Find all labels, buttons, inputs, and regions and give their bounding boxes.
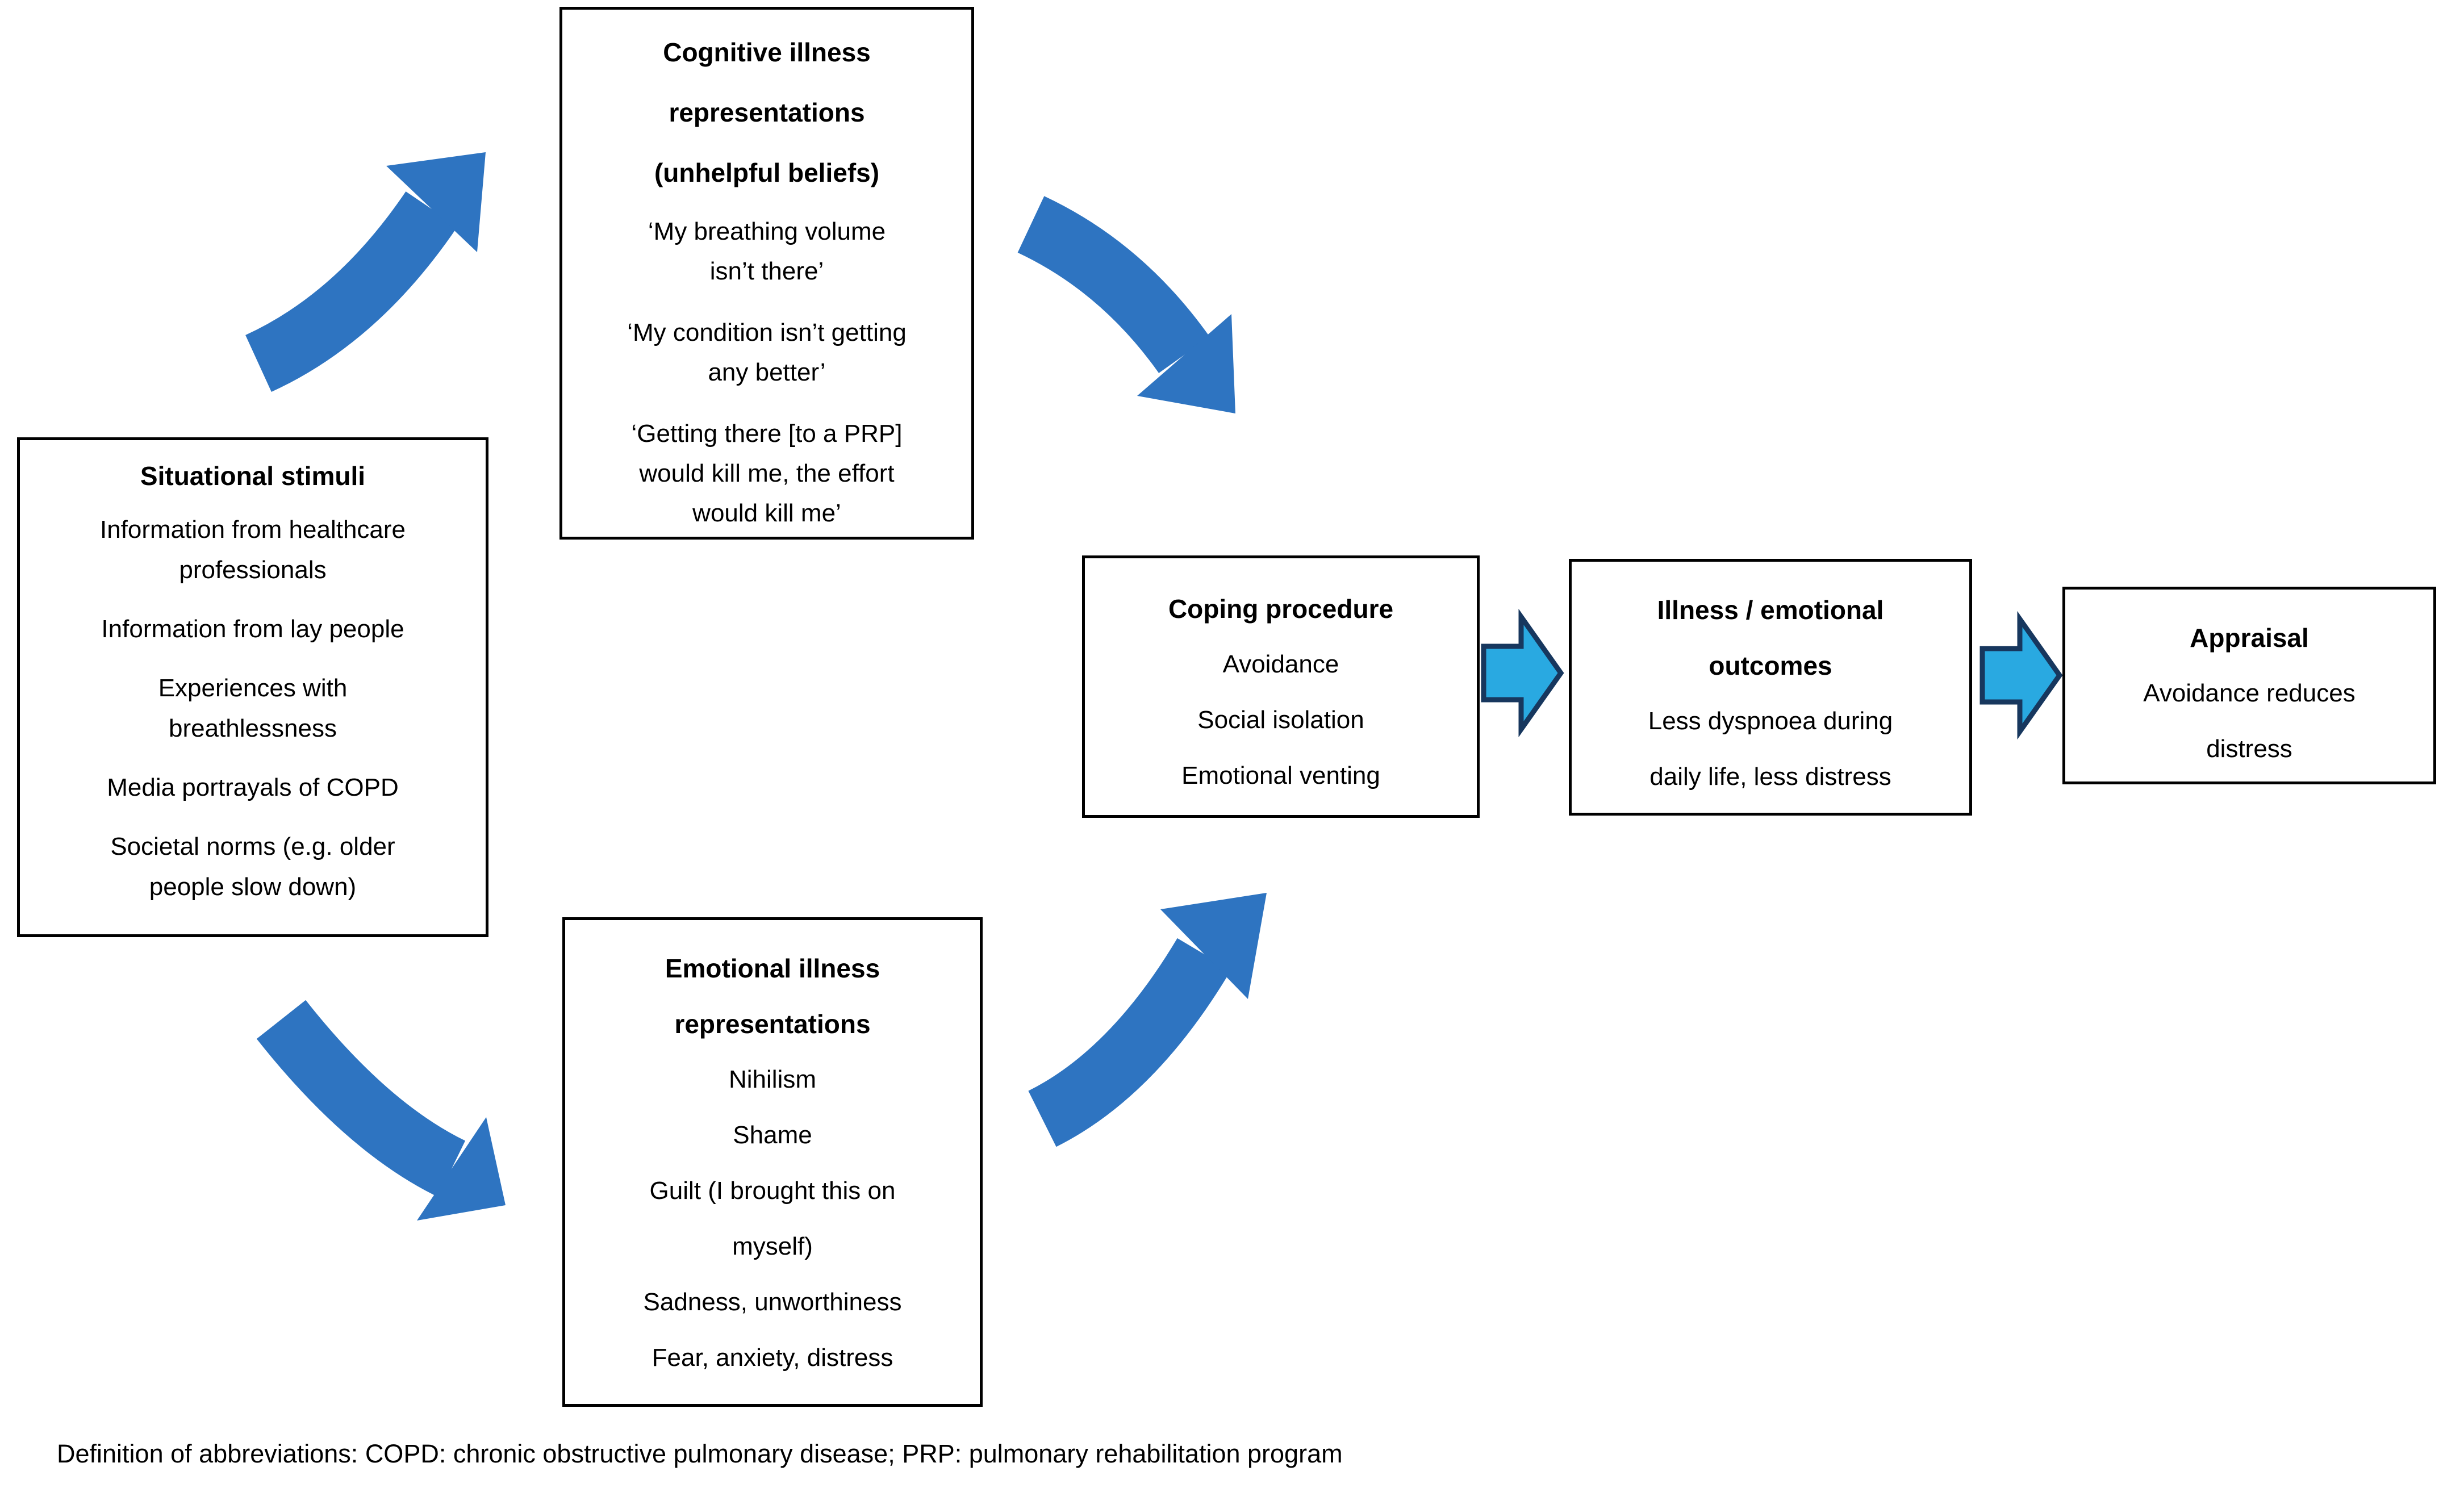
paragraph: ‘My condition isn’t getting any better’ [582, 313, 951, 392]
box-title: Appraisal [2081, 610, 2417, 666]
text-line: people slow down) [149, 873, 357, 901]
arrow-head-icon [1137, 314, 1235, 413]
text-line: Coping procedure [1168, 594, 1394, 624]
text-line: Avoidance reduces [2143, 679, 2356, 707]
text-line: Situational stimuli [140, 461, 366, 491]
text-line: Sadness, unworthiness [643, 1288, 902, 1316]
box-situational-stimuli: Situational stimuli Information from hea… [17, 437, 488, 937]
text-line: Societal norms (e.g. older [110, 833, 395, 860]
curved-arrow-cognitive-to-coping [1017, 196, 1235, 413]
arrow-shaft [245, 191, 458, 392]
text-line: breathlessness [169, 714, 337, 742]
box-appraisal: Appraisal Avoidance reduces distress [2062, 587, 2436, 784]
text-line: Appraisal [2190, 623, 2309, 653]
block-arrow-coping-to-outcomes [1481, 608, 1564, 738]
box-title: Cognitive illness representations (unhel… [582, 22, 951, 203]
box-title: Emotional illness representations [591, 941, 954, 1052]
paragraph: Information from healthcare professional… [27, 509, 479, 590]
text-line: Fear, anxiety, distress [652, 1344, 893, 1372]
text-line: Experiences with [158, 674, 348, 702]
paragraph: ‘Getting there [to a PRP] would kill me,… [582, 414, 951, 533]
arrow-shaft [256, 1000, 466, 1197]
text-line: Illness / emotional [1657, 595, 1884, 625]
text-line: isn’t there’ [709, 257, 824, 285]
text-line: Cognitive illness [663, 37, 871, 67]
box-coping-procedure: Coping procedure Avoidance Social isolat… [1082, 555, 1480, 818]
text-line: Shame [733, 1121, 812, 1149]
box-title: Situational stimuli [27, 459, 479, 492]
arrow-shaft [1028, 938, 1231, 1147]
text-line: ‘My condition isn’t getting [627, 319, 907, 346]
arrow-shaft [1017, 196, 1210, 374]
text-line: would kill me, the effort [639, 459, 895, 487]
box-cognitive-representations: Cognitive illness representations (unhel… [559, 7, 974, 540]
paragraph: Information from lay people [27, 609, 479, 649]
paragraph: Societal norms (e.g. older people slow d… [27, 826, 479, 907]
curved-arrow-situational-to-cognitive [245, 152, 486, 392]
curved-arrow-situational-to-emotional [256, 1000, 506, 1221]
block-arrow-outcomes-to-appraisal [1979, 611, 2063, 740]
text-line: distress [2206, 735, 2292, 763]
text-line: representations [669, 98, 865, 127]
curved-arrow-emotional-to-coping [1028, 893, 1267, 1147]
box-emotional-representations: Emotional illness representations Nihili… [562, 917, 983, 1407]
text-line: Information from healthcare [99, 516, 406, 544]
text-line: Media portrayals of COPD [107, 774, 399, 801]
arrow-head-icon [386, 152, 486, 252]
text-line: would kill me’ [692, 499, 841, 527]
arrow-head-icon [1160, 893, 1267, 999]
text-line: professionals [179, 556, 327, 584]
paragraph: Experiences with breathlessness [27, 668, 479, 749]
text-line: Emotional venting [1181, 762, 1380, 789]
text-line: daily life, less distress [1649, 763, 1891, 791]
text-line: myself) [732, 1232, 813, 1260]
abbreviations-note: Definition of abbreviations: COPD: chron… [57, 1439, 1343, 1468]
text-line: ‘Getting there [to a PRP] [631, 420, 903, 448]
box-title: Illness / emotional outcomes [1588, 582, 1953, 693]
paragraph: Media portrayals of COPD [27, 767, 479, 808]
text-line: Information from lay people [101, 615, 404, 643]
text-line: any better’ [708, 358, 826, 386]
text-line: Avoidance [1222, 650, 1339, 678]
text-line: outcomes [1709, 651, 1832, 680]
arrow-head-icon [417, 1117, 506, 1221]
text-line: Less dyspnoea during [1648, 707, 1893, 735]
text-line: Nihilism [729, 1065, 816, 1093]
text-line: ‘My breathing volume [648, 218, 886, 245]
text-line: (unhelpful beliefs) [654, 158, 880, 187]
text-line: Emotional illness [665, 954, 880, 983]
box-illness-emotional-outcomes: Illness / emotional outcomes Less dyspno… [1569, 559, 1972, 816]
paragraph: ‘My breathing volume isn’t there’ [582, 212, 951, 291]
text-line: Guilt (I brought this on [649, 1177, 896, 1205]
box-title: Coping procedure [1096, 581, 1465, 637]
text-line: Social isolation [1197, 706, 1364, 734]
text-line: representations [674, 1009, 871, 1039]
